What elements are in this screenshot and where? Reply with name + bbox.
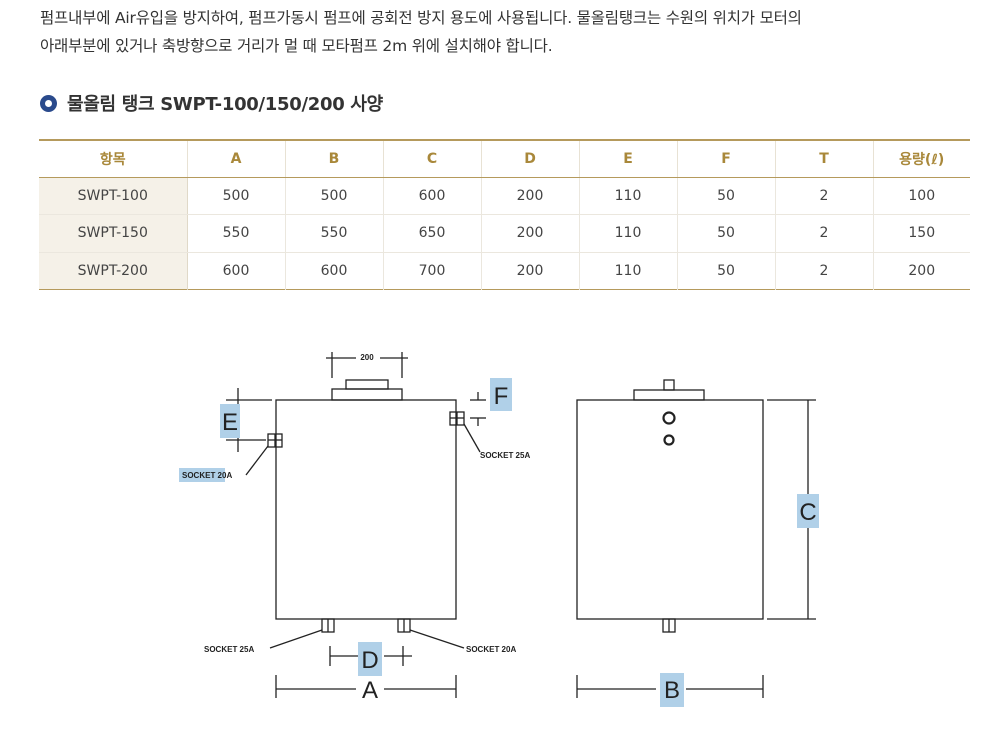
table-cell: 150 xyxy=(872,214,970,253)
section-heading: 물올림 탱크 SWPT-100/150/200 사양 xyxy=(40,90,383,116)
circle-bullet-icon xyxy=(40,94,57,112)
header-t: T xyxy=(774,140,873,178)
spec-table: 항목 A B C D E F T 용량(ℓ) SWPT-100 500 500 … xyxy=(39,139,970,290)
table-cell: 110 xyxy=(578,177,677,215)
header-a: A xyxy=(186,140,285,178)
header-capacity: 용량(ℓ) xyxy=(872,140,970,178)
label-b: B xyxy=(664,677,680,704)
table-cell: 110 xyxy=(578,252,677,290)
table-cell: 600 xyxy=(284,252,383,290)
header-item: 항목 xyxy=(39,140,187,178)
header-d: D xyxy=(480,140,579,178)
table-cell: 700 xyxy=(382,252,481,290)
intro-paragraph: 펌프내부에 Air유입을 방지하여, 펌프가동시 펌프에 공회전 방지 용도에 … xyxy=(40,4,970,60)
table-row: SWPT-200 600 600 700 200 110 50 2 200 xyxy=(39,252,970,290)
header-e: E xyxy=(578,140,677,178)
label-a: A xyxy=(362,677,378,704)
table-cell: 500 xyxy=(186,177,285,215)
socket-25a-right-label: SOCKET 25A xyxy=(480,451,530,460)
side-top-cap xyxy=(633,389,705,401)
label-c: C xyxy=(799,499,816,526)
table-cell: 2 xyxy=(774,214,873,253)
table-cell: 200 xyxy=(872,252,970,290)
intro-line-1: 펌프내부에 Air유입을 방지하여, 펌프가동시 펌프에 공회전 방지 용도에 … xyxy=(40,9,802,27)
table-cell: 100 xyxy=(872,177,970,215)
header-c: C xyxy=(382,140,481,178)
table-cell: SWPT-150 xyxy=(39,214,188,253)
table-cell: 200 xyxy=(480,177,579,215)
section-title: 물올림 탱크 SWPT-100/150/200 사양 xyxy=(67,94,383,115)
table-header-row: 항목 A B C D E F T 용량(ℓ) xyxy=(39,140,970,178)
dim-200-label: 200 xyxy=(360,353,374,362)
table-cell: SWPT-200 xyxy=(39,252,188,290)
table-cell: 550 xyxy=(186,214,285,253)
table-cell: 50 xyxy=(676,214,775,253)
label-f: F xyxy=(494,383,509,410)
front-top-cap-neck xyxy=(345,379,389,390)
table-cell: 2 xyxy=(774,177,873,215)
table-cell: 50 xyxy=(676,177,775,215)
label-e: E xyxy=(222,409,238,436)
table-cell: 650 xyxy=(382,214,481,253)
table-cell: 550 xyxy=(284,214,383,253)
table-cell: 500 xyxy=(284,177,383,215)
side-top-neck xyxy=(663,379,675,391)
table-cell: 600 xyxy=(382,177,481,215)
table-row: SWPT-100 500 500 600 200 110 50 2 100 xyxy=(39,177,970,215)
header-f: F xyxy=(676,140,775,178)
table-cell: 2 xyxy=(774,252,873,290)
socket-20a-left-label: SOCKET 20A xyxy=(182,471,232,480)
table-cell: 200 xyxy=(480,214,579,253)
front-top-cap xyxy=(331,388,403,401)
label-d: D xyxy=(361,647,378,674)
table-row: SWPT-150 550 550 650 200 110 50 2 150 xyxy=(39,214,970,253)
side-tank-body xyxy=(576,399,764,620)
header-b: B xyxy=(284,140,383,178)
front-tank-body xyxy=(275,399,457,620)
tank-diagram: 200 E F C D A B SOCKET 20A SOCKET 25A SO… xyxy=(179,352,819,707)
table-cell: 50 xyxy=(676,252,775,290)
table-cell: 200 xyxy=(480,252,579,290)
side-port-circle-upper xyxy=(662,411,676,425)
socket-20a-bottom-label: SOCKET 20A xyxy=(466,645,516,654)
table-cell: 110 xyxy=(578,214,677,253)
intro-line-2: 아래부분에 있거나 축방향으로 거리가 멀 때 모타펌프 2m 위에 설치해야 … xyxy=(40,37,553,55)
table-cell: 600 xyxy=(186,252,285,290)
table-cell: SWPT-100 xyxy=(39,177,188,215)
socket-25a-bottom-label: SOCKET 25A xyxy=(204,645,254,654)
side-port-circle-lower xyxy=(663,434,675,446)
